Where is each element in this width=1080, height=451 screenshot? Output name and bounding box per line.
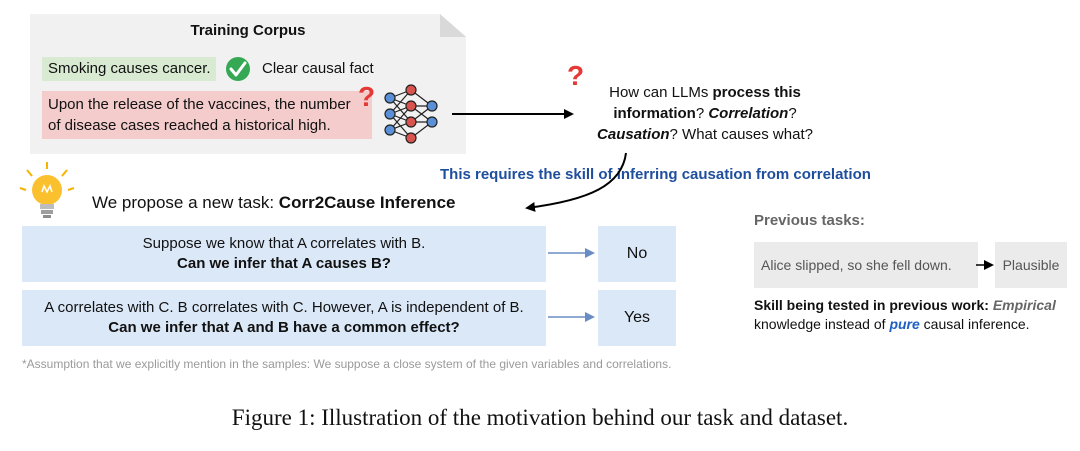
question-mark-icon-2: ? bbox=[567, 60, 584, 91]
question-causation: Causation bbox=[597, 126, 670, 143]
previous-skill-label: Skill being tested in previous work: bbox=[754, 297, 993, 313]
previous-tasks-title: Previous tasks: bbox=[754, 212, 865, 229]
arrow-to-proposal bbox=[525, 152, 627, 212]
previous-skill-pure: pure bbox=[889, 316, 920, 332]
proposal-text: We propose a new task: bbox=[92, 193, 279, 212]
proposal-line: We propose a new task: Corr2Cause Infere… bbox=[92, 193, 455, 213]
case-1-premise: Suppose we know that A correlates with B… bbox=[142, 235, 426, 252]
llm-question: How can LLMs process this information? C… bbox=[580, 82, 830, 145]
case-2-question: Can we infer that A and B have a common … bbox=[108, 319, 460, 336]
figure-caption: Figure 1: Illustration of the motivation… bbox=[231, 405, 849, 430]
fact-vaccines-line1: Upon the release of the vaccines, the nu… bbox=[48, 96, 351, 113]
question-post: ? What causes what? bbox=[669, 126, 813, 143]
light-bulb-icon bbox=[19, 162, 75, 218]
question-mid1: ? bbox=[695, 105, 709, 122]
case-1-answer: No bbox=[598, 226, 676, 282]
example-case-1: Suppose we know that A correlates with B… bbox=[22, 226, 546, 282]
svg-text:?: ? bbox=[567, 60, 584, 91]
fact-note: Clear causal fact bbox=[262, 60, 374, 77]
question-mid2: ? bbox=[788, 105, 797, 122]
previous-skill-note: Skill being tested in previous work: Emp… bbox=[754, 296, 1056, 334]
skill-statement: This requires the skill of inferring cau… bbox=[440, 166, 871, 183]
case-2-answer: Yes bbox=[598, 290, 676, 346]
proposal-task-name: Corr2Cause Inference bbox=[278, 193, 456, 212]
previous-skill-line2b: causal inference. bbox=[919, 316, 1030, 332]
previous-task-answer: Plausible bbox=[995, 242, 1067, 288]
question-pre: How can LLMs bbox=[609, 84, 713, 101]
previous-task-example: Alice slipped, so she fell down. bbox=[754, 242, 978, 288]
assumption-note: *Assumption that we explicitly mention i… bbox=[22, 357, 672, 371]
case-2-premise: A correlates with C. B correlates with C… bbox=[44, 299, 524, 316]
previous-skill-line2a: knowledge instead of bbox=[754, 316, 890, 332]
fact-smoking: Smoking causes cancer. bbox=[42, 57, 216, 81]
fact-vaccines: Upon the release of the vaccines, the nu… bbox=[42, 91, 372, 139]
check-icon bbox=[226, 57, 250, 81]
corpus-title: Training Corpus bbox=[190, 22, 306, 39]
neural-network-icon bbox=[384, 84, 438, 144]
case-1-question: Can we infer that A causes B? bbox=[177, 255, 391, 272]
svg-text:?: ? bbox=[358, 81, 375, 112]
question-bold: process this information bbox=[613, 84, 801, 122]
previous-skill-empirical: Empirical bbox=[992, 297, 1056, 313]
example-case-2: A correlates with C. B correlates with C… bbox=[22, 290, 546, 346]
fact-vaccines-line2: of disease cases reached a historical hi… bbox=[48, 117, 331, 134]
question-correlation: Correlation bbox=[708, 105, 789, 122]
question-mark-icon: ? bbox=[358, 81, 375, 112]
